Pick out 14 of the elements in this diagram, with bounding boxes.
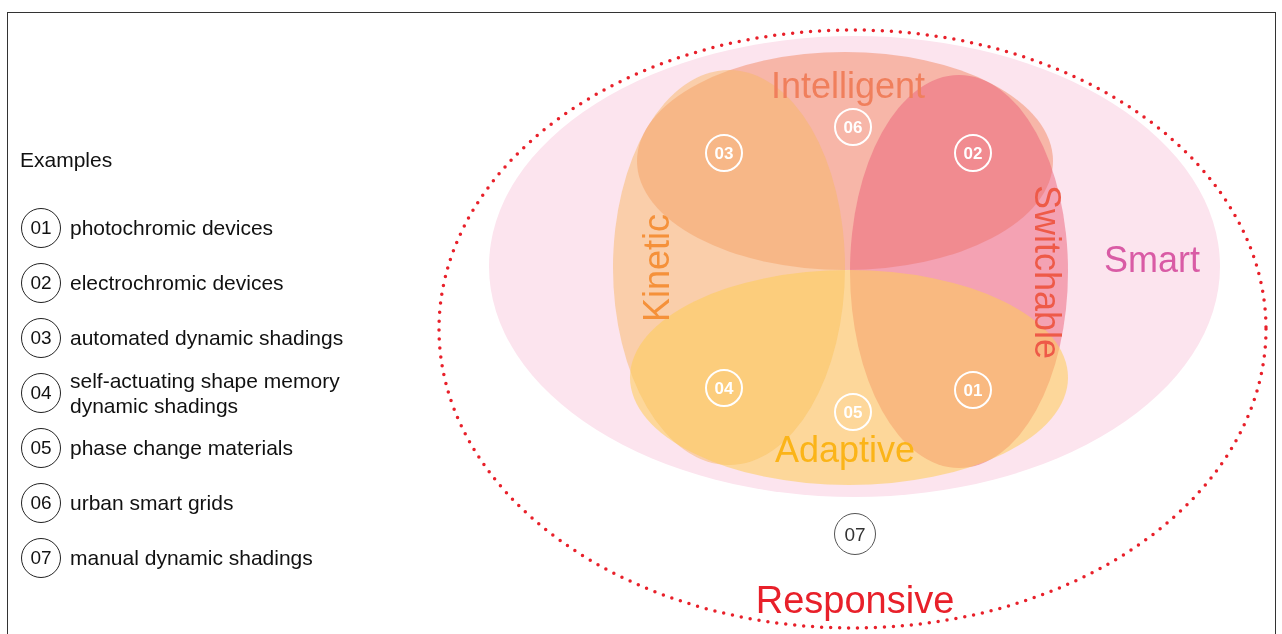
set-label: Responsive: [755, 581, 955, 619]
legend-heading: Examples: [20, 147, 113, 173]
set-label: Kinetic: [639, 213, 675, 323]
legend-text: photochromic devices: [70, 215, 275, 240]
legend-text: urban smart grids: [70, 490, 235, 515]
legend-text: electrochromic devices: [70, 270, 285, 295]
legend-text: automated dynamic shadings: [70, 325, 345, 350]
legend-text: phase change materials: [70, 435, 294, 460]
legend-text: self-actuating shape memory dynamic shadings: [70, 367, 341, 418]
legend-text: manual dynamic shadings: [70, 545, 314, 570]
set-label: Intelligent: [770, 68, 926, 104]
set-label: Smart: [1104, 242, 1200, 278]
set-label: Adaptive: [774, 432, 916, 468]
set-label: Switchable: [1029, 184, 1065, 360]
